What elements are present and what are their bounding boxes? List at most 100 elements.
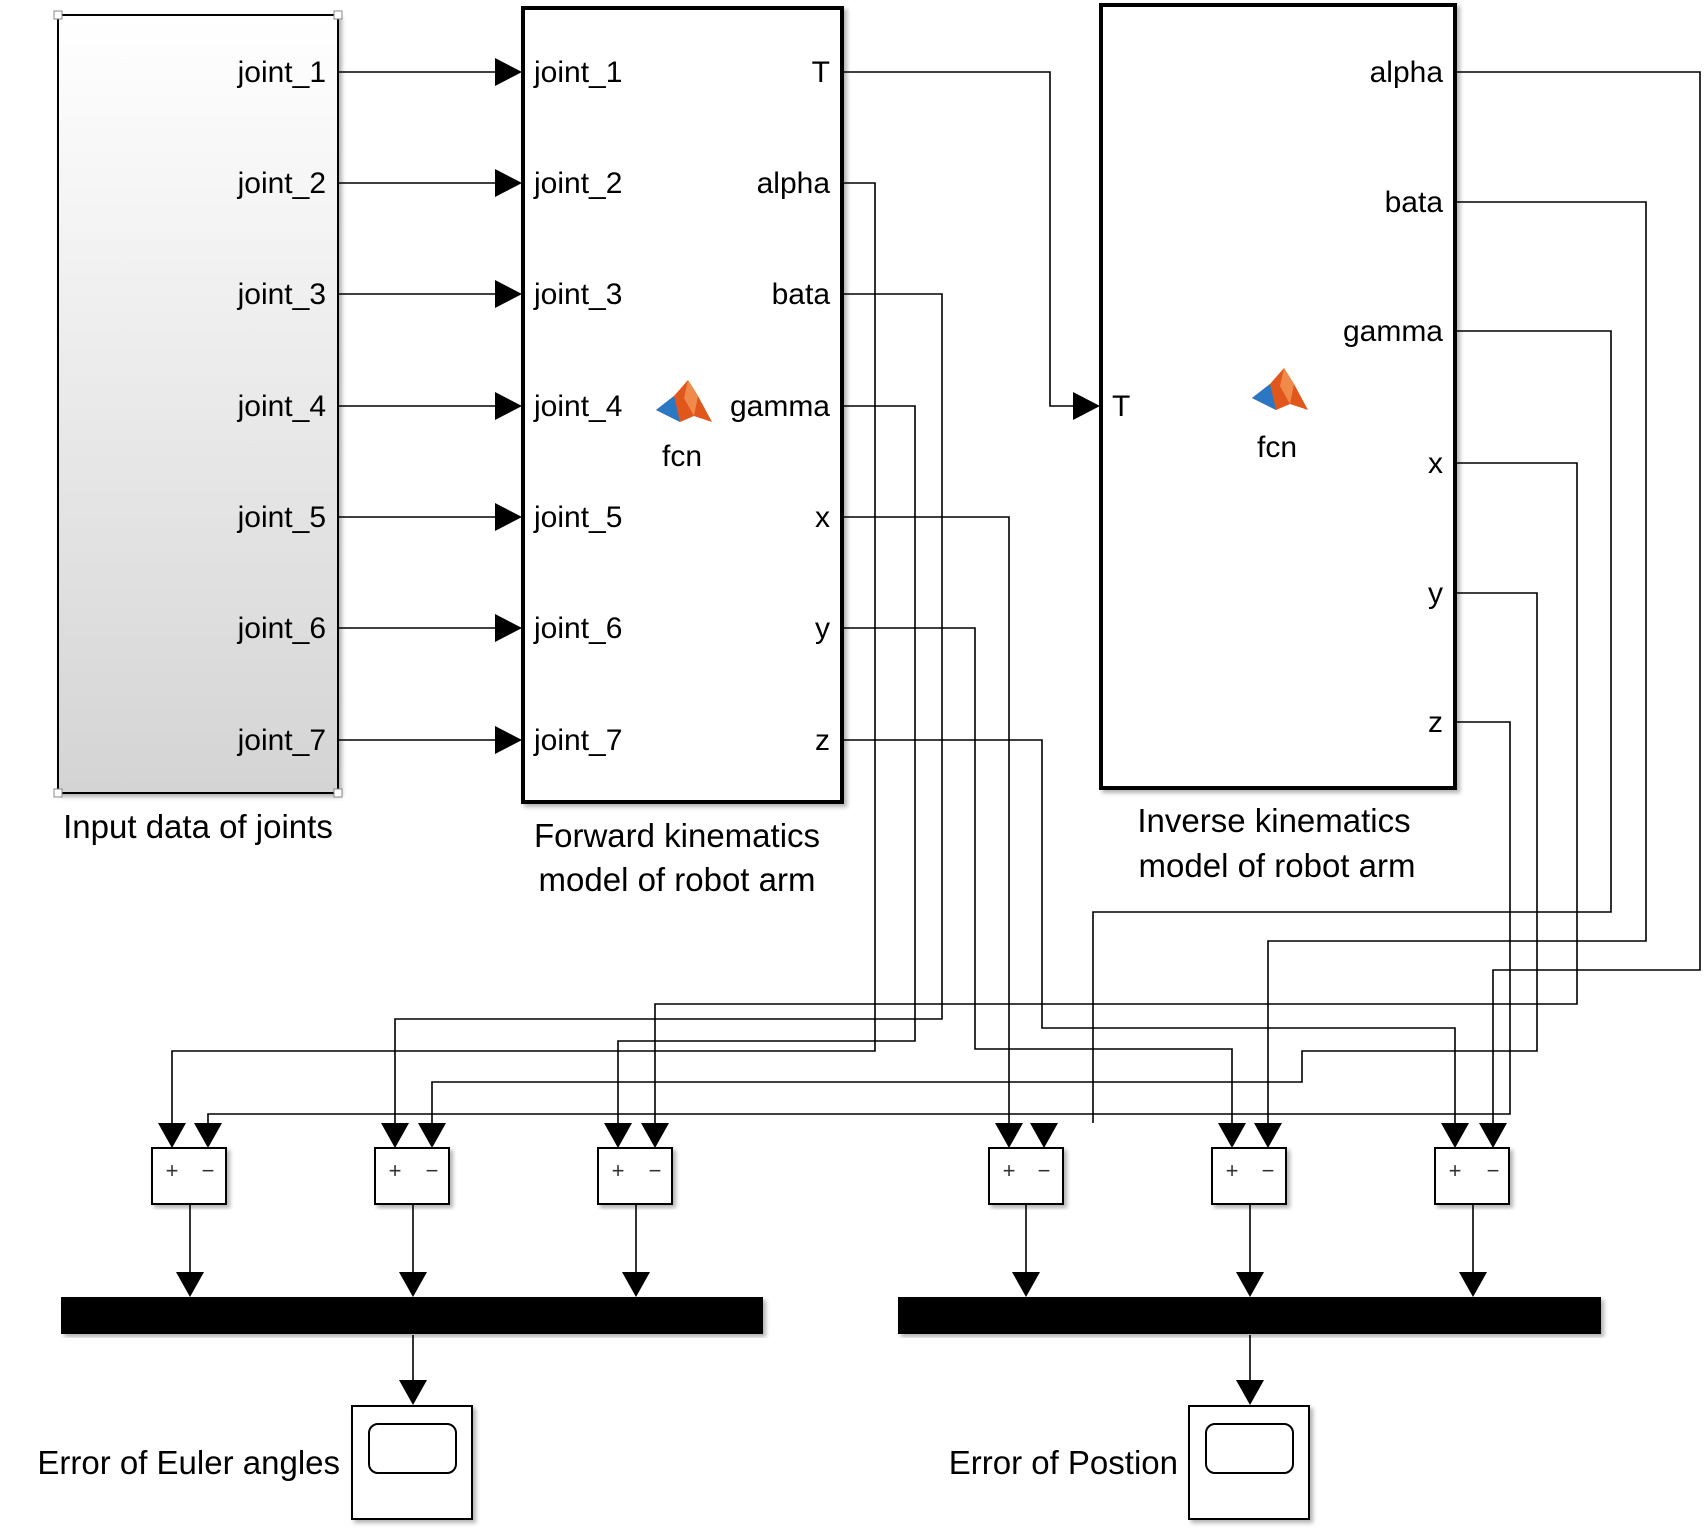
wire-fk-x[interactable] (842, 516, 1010, 1123)
fk-input-label: joint_6 (533, 612, 622, 645)
sum-block-body[interactable] (374, 1147, 450, 1205)
matlab-logo-icon (656, 380, 712, 422)
sum-plus-sign: + (1003, 1158, 1016, 1183)
fk-output-label: y (815, 612, 830, 645)
arrow-scope1-in (399, 1380, 427, 1405)
wire-ik-y[interactable] (431, 592, 1538, 1123)
fk-caption-line2: model of robot arm (539, 861, 816, 898)
arrow-sum3-minus (641, 1123, 669, 1148)
wire-fk-gamma[interactable] (617, 405, 916, 1123)
wire-ik-x[interactable] (654, 462, 1578, 1123)
scope-position-label: Error of Postion (949, 1444, 1178, 1481)
resize-handle-bl[interactable] (53, 788, 63, 798)
fk-caption-line1: Forward kinematics (534, 817, 820, 854)
sum-block-3[interactable]: + − (597, 1147, 673, 1205)
ik-input-label: T (1112, 390, 1130, 423)
arrow-fk-in-3 (495, 280, 522, 308)
arrow-ik-in-T (1073, 392, 1100, 420)
sum-plus-sign: + (1226, 1158, 1239, 1183)
inverse-kinematics-block[interactable]: T alpha bata gamma x y z fcn (1099, 3, 1457, 790)
sum-block-body[interactable] (1434, 1147, 1510, 1205)
input-port-label: joint_4 (237, 390, 326, 423)
input-port-label: joint_7 (237, 724, 326, 757)
wire-T[interactable] (842, 71, 1073, 407)
fk-fcn-label: fcn (662, 440, 702, 473)
scope-euler-angles[interactable] (351, 1405, 473, 1520)
input-joints-block[interactable]: joint_1 joint_2 joint_3 joint_4 joint_5 … (53, 10, 343, 798)
arrow-fk-in-2 (495, 169, 522, 197)
arrow-sum5-minus (1254, 1123, 1282, 1148)
input-port-label: joint_3 (237, 278, 326, 311)
arrow-sum2-minus (418, 1123, 446, 1148)
sum-plus-sign: + (1449, 1158, 1462, 1183)
arrow-mux2-in1 (1012, 1272, 1040, 1297)
fk-input-label: joint_4 (533, 390, 622, 423)
arrow-sum4-plus (995, 1123, 1023, 1148)
fk-output-label: alpha (757, 167, 831, 200)
scope-position[interactable] (1188, 1405, 1310, 1520)
scope-screen-icon (368, 1423, 457, 1474)
scope-euler-label: Error of Euler angles (37, 1444, 340, 1481)
input-port-label: joint_6 (237, 612, 326, 645)
ik-output-label: gamma (1343, 315, 1443, 348)
sum-minus-sign: − (426, 1158, 439, 1183)
ik-output-label: z (1428, 706, 1443, 739)
arrow-scope2-in (1236, 1380, 1264, 1405)
arrow-sum4-minus (1030, 1123, 1058, 1148)
fk-output-label: bata (772, 278, 831, 311)
sum-minus-sign: − (1038, 1158, 1051, 1183)
arrow-sum1-minus (194, 1123, 222, 1148)
sum-block-body[interactable] (988, 1147, 1064, 1205)
sum-plus-sign: + (612, 1158, 625, 1183)
input-block-body[interactable] (57, 14, 339, 794)
sum-minus-sign: − (1487, 1158, 1500, 1183)
sum-plus-sign: + (389, 1158, 402, 1183)
sum-block-body[interactable] (597, 1147, 673, 1205)
ik-caption-line2: model of robot arm (1139, 847, 1416, 884)
resize-handle-tr[interactable] (333, 10, 343, 20)
arrow-fk-in-5 (495, 503, 522, 531)
fk-input-label: joint_2 (533, 167, 622, 200)
sum-block-body[interactable] (151, 1147, 227, 1205)
scope-screen-icon (1205, 1423, 1294, 1474)
arrow-sum2-plus (381, 1123, 409, 1148)
fk-input-label: joint_7 (533, 724, 622, 757)
sum-block-body[interactable] (1211, 1147, 1287, 1205)
wire-ik-gamma[interactable] (1092, 330, 1612, 1123)
mux-bar-euler[interactable] (61, 1297, 763, 1334)
arrow-mux1-in3 (622, 1272, 650, 1297)
resize-handle-tl[interactable] (53, 10, 63, 20)
wire-fk-y[interactable] (842, 627, 1233, 1123)
sum-minus-sign: − (1262, 1158, 1275, 1183)
input-port-label: joint_5 (237, 501, 326, 534)
wire-ik-alpha[interactable] (1455, 71, 1701, 1123)
mux-bar-position[interactable] (898, 1297, 1601, 1334)
wire-fk-alpha[interactable] (171, 182, 876, 1123)
wire-fk-bata[interactable] (394, 293, 943, 1123)
arrow-sum6-minus (1479, 1123, 1507, 1148)
wire-fk-z[interactable] (842, 739, 1456, 1123)
arrow-sum5-plus (1218, 1123, 1246, 1148)
arrowheads (158, 58, 1507, 1405)
arrow-fk-in-4 (495, 392, 522, 420)
wire-ik-bata[interactable] (1267, 201, 1647, 1123)
sum-block-5[interactable]: + − (1211, 1147, 1287, 1205)
ik-output-label: x (1428, 447, 1443, 480)
sum-block-2[interactable]: + − (374, 1147, 450, 1205)
input-block-caption: Input data of joints (63, 808, 333, 845)
arrow-sum6-plus (1441, 1123, 1469, 1148)
arrow-mux1-in1 (176, 1272, 204, 1297)
fk-output-label: T (812, 56, 830, 89)
sum-minus-sign: − (649, 1158, 662, 1183)
ik-fcn-label: fcn (1257, 431, 1297, 464)
fk-input-label: joint_5 (533, 501, 622, 534)
forward-kinematics-block[interactable]: joint_1 joint_2 joint_3 joint_4 joint_5 … (521, 6, 844, 804)
input-port-label: joint_2 (237, 167, 326, 200)
wire-ik-z[interactable] (207, 721, 1511, 1123)
sum-block-1[interactable]: + − (151, 1147, 227, 1205)
ik-output-label: y (1428, 577, 1443, 610)
sum-block-6[interactable]: + − (1434, 1147, 1510, 1205)
resize-handle-br[interactable] (333, 788, 343, 798)
sum-block-4[interactable]: + − (988, 1147, 1064, 1205)
